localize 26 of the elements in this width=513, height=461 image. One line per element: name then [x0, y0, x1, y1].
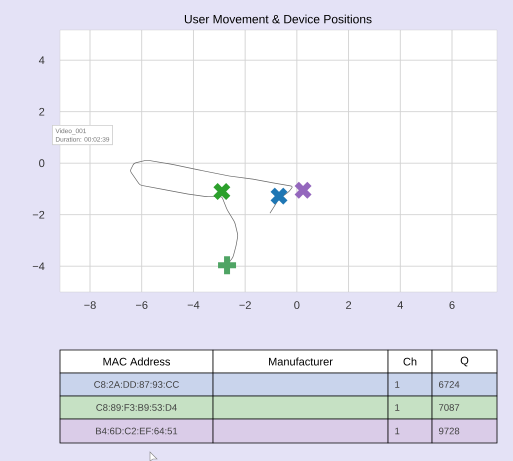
- tick-label: 4: [398, 301, 404, 309]
- tick-label: −8: [84, 301, 96, 309]
- table-cell: 9728: [432, 418, 498, 444]
- tick-label: 2: [346, 301, 352, 309]
- tick-label: 0: [294, 301, 300, 309]
- table-cell: 1: [388, 396, 432, 420]
- table-cell: 7087: [432, 396, 498, 420]
- tick-label: −2: [32, 210, 44, 219]
- header-cell: Ch: [388, 350, 432, 374]
- table-cell: C8:89:F3:B9:53:D4: [60, 396, 214, 420]
- table-cell: 6724: [432, 372, 498, 396]
- table-cell: C8:2A:DD:87:93:CC: [60, 372, 214, 396]
- tick-label: 6: [450, 301, 455, 309]
- tick-label: 4: [38, 56, 44, 64]
- tick-label: −2: [239, 301, 251, 309]
- table-cell: 1: [388, 372, 432, 396]
- chart-title: User Movement & Device Positions: [184, 14, 372, 24]
- header-cell: MAC Address: [60, 350, 214, 374]
- tick-label: −4: [32, 262, 44, 270]
- tick-label: −4: [188, 301, 200, 309]
- table-cell: 1: [388, 418, 432, 444]
- table-cell: B4:6D:C2:EF:64:51: [60, 418, 214, 444]
- tick-label: 2: [39, 108, 44, 116]
- tick-label: −6: [136, 301, 148, 309]
- header-cell: Q: [432, 350, 498, 374]
- tick-label: 0: [39, 159, 44, 168]
